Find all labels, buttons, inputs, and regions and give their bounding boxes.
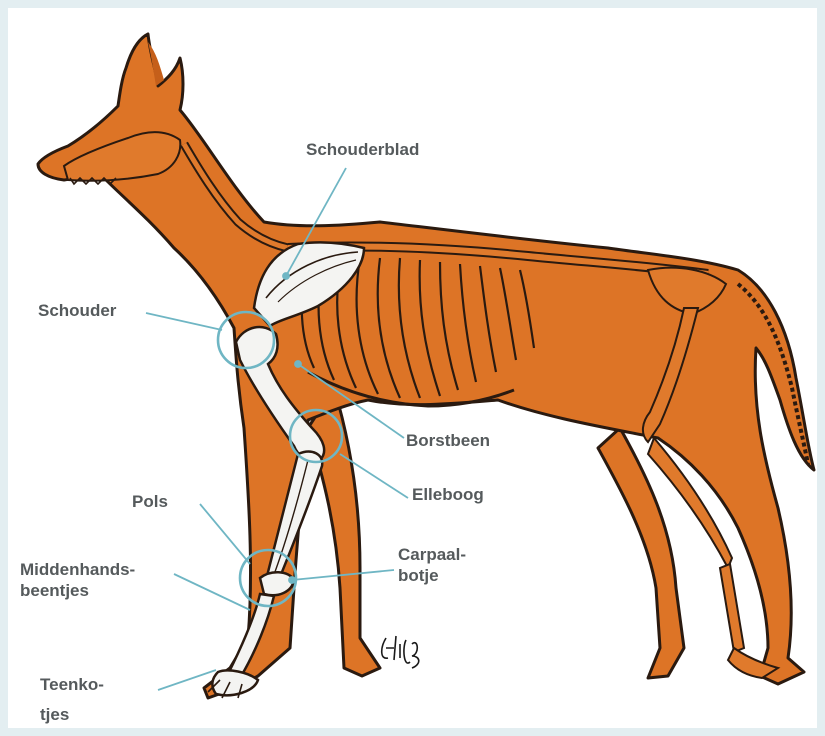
signature (382, 636, 419, 668)
label-carpaalbotje: Carpaal- botje (398, 544, 466, 586)
dog-skeleton-illustration (8, 8, 817, 728)
hind-metatarsals (720, 564, 744, 652)
label-teenkotjes-line2: tjes (40, 700, 104, 728)
label-teenkotjes: Teenko- tjes (40, 670, 104, 728)
leader-schouder (146, 313, 222, 330)
label-teenkotjes-line1: Teenko- (40, 670, 104, 700)
leader-dot-carpaal (289, 577, 295, 583)
label-pols: Pols (132, 491, 168, 512)
label-carpaal-line1: Carpaal- (398, 544, 466, 565)
label-middenhandsbeentjes: Middenhands- beentjes (20, 559, 135, 601)
leader-middenhands (174, 574, 250, 610)
illustration-panel: Schouderblad Schouder Borstbeen Elleboog… (8, 8, 817, 728)
label-schouderblad: Schouderblad (306, 139, 419, 160)
leader-dot-borstbeen (295, 361, 301, 367)
label-elleboog: Elleboog (412, 484, 484, 505)
far-front-leg (308, 388, 380, 676)
label-carpaal-line2: botje (398, 565, 466, 586)
label-schouder: Schouder (38, 300, 116, 321)
label-middenhands-line1: Middenhands- (20, 559, 135, 580)
leader-pols (200, 504, 250, 564)
leader-dot-schouderblad (283, 273, 289, 279)
label-middenhands-line2: beentjes (20, 580, 135, 601)
label-borstbeen: Borstbeen (406, 430, 490, 451)
